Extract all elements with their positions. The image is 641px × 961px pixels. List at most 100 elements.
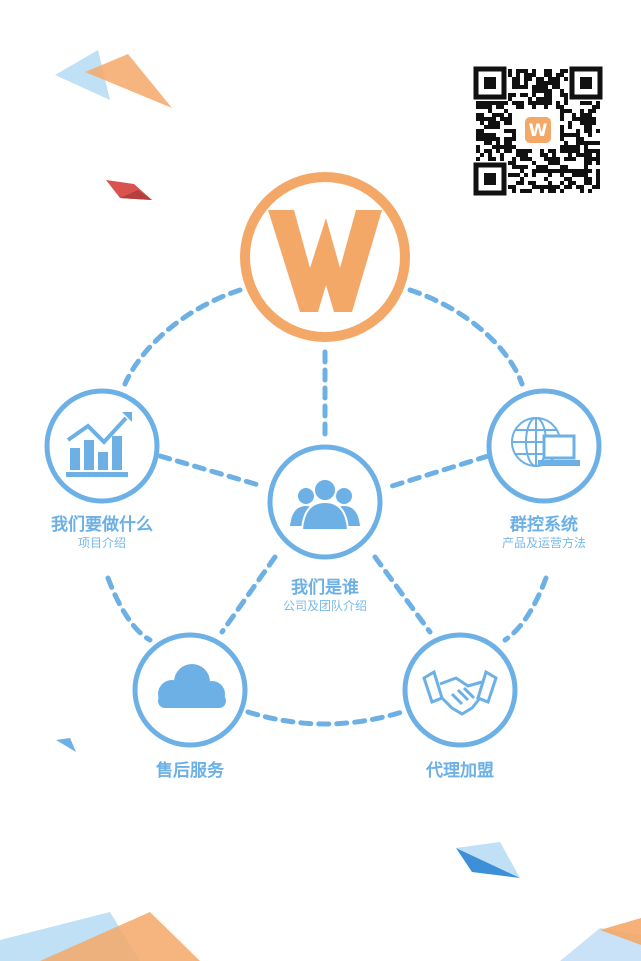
qr-module — [544, 93, 548, 97]
qr-module — [488, 117, 492, 121]
qr-module — [504, 109, 508, 113]
decor-triangle-top-orange — [85, 54, 172, 108]
qr-module — [492, 101, 496, 105]
qr-module — [588, 161, 592, 165]
qr-module — [568, 185, 572, 189]
qr-module — [504, 101, 508, 105]
qr-module — [588, 157, 592, 161]
qr-module — [584, 181, 588, 185]
qr-module — [556, 101, 560, 105]
qr-module — [576, 117, 580, 121]
qr-module — [512, 77, 516, 81]
qr-module — [560, 69, 564, 73]
qr-module — [528, 77, 532, 81]
qr-module — [548, 169, 552, 173]
qr-module — [532, 169, 536, 173]
qr-module — [596, 161, 600, 165]
qr-module — [560, 89, 564, 93]
qr-module — [564, 93, 568, 97]
qr-module — [576, 153, 580, 157]
qr-module — [508, 141, 512, 145]
qr-module — [576, 137, 580, 141]
qr-module — [552, 153, 556, 157]
qr-module — [536, 101, 540, 105]
qr-module — [516, 181, 520, 185]
qr-module — [568, 169, 572, 173]
qr-module — [524, 81, 528, 85]
qr-module — [556, 105, 560, 109]
qr-module — [492, 133, 496, 137]
qr-module — [588, 125, 592, 129]
qr-module — [572, 157, 576, 161]
qr-module — [492, 113, 496, 117]
qr-module — [548, 97, 552, 101]
qr-module — [584, 169, 588, 173]
qr-module — [544, 165, 548, 169]
node-who-we-are[interactable] — [267, 444, 383, 560]
qr-module — [544, 97, 548, 101]
qr-module — [536, 81, 540, 85]
qr-module — [580, 117, 584, 121]
qr-module — [520, 157, 524, 161]
qr-module — [548, 89, 552, 93]
qr-module — [560, 109, 564, 113]
qr-module — [596, 157, 600, 161]
qr-module — [524, 157, 528, 161]
qr-module — [496, 137, 500, 141]
qr-module — [524, 153, 528, 157]
qr-module — [552, 161, 556, 165]
qr-module — [476, 101, 480, 105]
qr-module — [576, 149, 580, 153]
qr-module — [592, 121, 596, 125]
qr-module — [540, 169, 544, 173]
qr-module — [508, 149, 512, 153]
node-what-we-do[interactable] — [44, 388, 160, 504]
qr-module — [572, 145, 576, 149]
qr-module — [516, 149, 520, 153]
qr-module — [584, 153, 588, 157]
qr-module — [596, 181, 600, 185]
qr-module — [584, 121, 588, 125]
qr-module — [580, 173, 584, 177]
qr-module — [548, 69, 552, 73]
label-after-sales-service: 售后服务 — [90, 761, 290, 781]
qr-module — [588, 149, 592, 153]
qr-module — [476, 145, 480, 149]
qr-module — [560, 125, 564, 129]
qr-module — [560, 133, 564, 137]
qr-module — [476, 133, 480, 137]
qr-module — [592, 117, 596, 121]
qr-module — [560, 181, 564, 185]
qr-module — [540, 165, 544, 169]
qr-module — [524, 93, 528, 97]
node-agent-franchise[interactable] — [402, 632, 518, 748]
qr-module — [508, 69, 512, 73]
qr-module — [568, 125, 572, 129]
qr-module — [584, 141, 588, 145]
qr-module — [544, 185, 548, 189]
qr-module — [560, 169, 564, 173]
qr-badge-letter: W — [529, 121, 548, 141]
qr-module — [532, 161, 536, 165]
node-after-sales-service[interactable] — [132, 632, 248, 748]
qr-module — [476, 105, 480, 109]
qr-module — [520, 177, 524, 181]
qr-module — [516, 81, 520, 85]
qr-module — [560, 73, 564, 77]
qr-module — [512, 129, 516, 133]
qr-module — [584, 101, 588, 105]
qr-module — [508, 93, 512, 97]
qr-module — [496, 125, 500, 129]
qr-module — [500, 105, 504, 109]
qr-module — [544, 89, 548, 93]
qr-module — [524, 149, 528, 153]
decor-triangle-bottom-right-orange — [600, 918, 641, 945]
node-group-control-system[interactable] — [486, 388, 602, 504]
qr-module — [592, 149, 596, 153]
qr-module — [580, 189, 584, 193]
qr-module — [568, 121, 572, 125]
qr-module — [528, 97, 532, 101]
qr-module — [508, 173, 512, 177]
qr-module — [496, 149, 500, 153]
qr-module — [584, 173, 588, 177]
